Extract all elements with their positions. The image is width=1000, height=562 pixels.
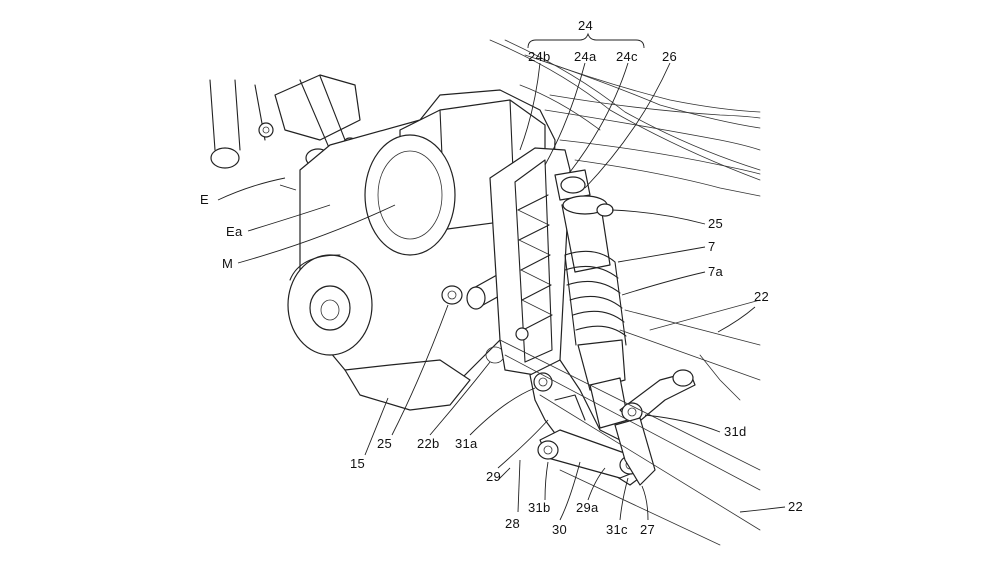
frame-tubes xyxy=(489,39,761,197)
engine-E xyxy=(209,74,556,411)
rod-30 xyxy=(537,429,641,479)
label-M: M xyxy=(222,256,233,271)
label-7a: 7a xyxy=(708,264,724,279)
label-24b: 24b xyxy=(528,49,551,64)
label-22-bottom: 22 xyxy=(788,499,803,514)
label-24a: 24a xyxy=(574,49,597,64)
label-28: 28 xyxy=(505,516,520,531)
swing-arm-22 xyxy=(499,299,761,546)
shock-absorber-7 xyxy=(554,169,629,429)
label-27: 27 xyxy=(640,522,655,537)
label-7: 7 xyxy=(708,239,716,254)
reference-labels: 24 24b 24a 24c 26 E Ea M 25 7 7a 22 31d … xyxy=(200,18,803,537)
label-31a: 31a xyxy=(455,436,478,451)
label-22-top: 22 xyxy=(754,289,769,304)
label-31d: 31d xyxy=(724,424,747,439)
label-31c: 31c xyxy=(606,522,628,537)
label-25-bottom: 25 xyxy=(377,436,392,451)
label-29a: 29a xyxy=(576,500,599,515)
label-24: 24 xyxy=(578,18,593,33)
label-15: 15 xyxy=(350,456,365,471)
spring-7a xyxy=(564,250,627,346)
leader-lines xyxy=(217,32,786,521)
label-E: E xyxy=(200,192,209,207)
label-Ea: Ea xyxy=(226,224,243,239)
label-22b: 22b xyxy=(417,436,440,451)
label-26: 26 xyxy=(662,49,677,64)
pivot-arm-31d xyxy=(614,369,696,486)
label-24c: 24c xyxy=(616,49,638,64)
label-25-right: 25 xyxy=(708,216,723,231)
label-31b: 31b xyxy=(528,500,551,515)
label-30: 30 xyxy=(552,522,567,537)
label-29: 29 xyxy=(486,469,501,484)
